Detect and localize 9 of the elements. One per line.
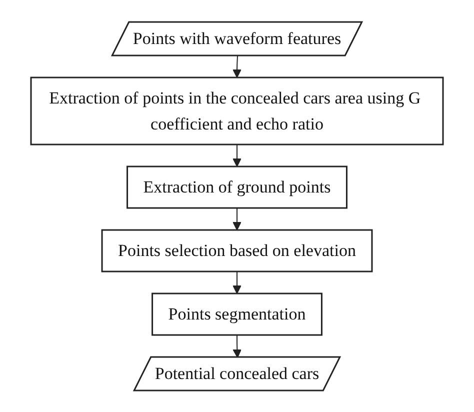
arrow [232,55,242,78]
node-box: Points segmentation [152,292,322,336]
arrow [232,270,242,294]
arrow [232,144,242,167]
node-box: Extraction of points in the concealed cars area using G coefficient and echo ratio [30,76,444,145]
arrow [232,334,242,358]
node-box: Extraction of ground points [126,166,348,208]
arrow [232,207,242,230]
node-box: Points selection based on elevation [101,229,373,272]
